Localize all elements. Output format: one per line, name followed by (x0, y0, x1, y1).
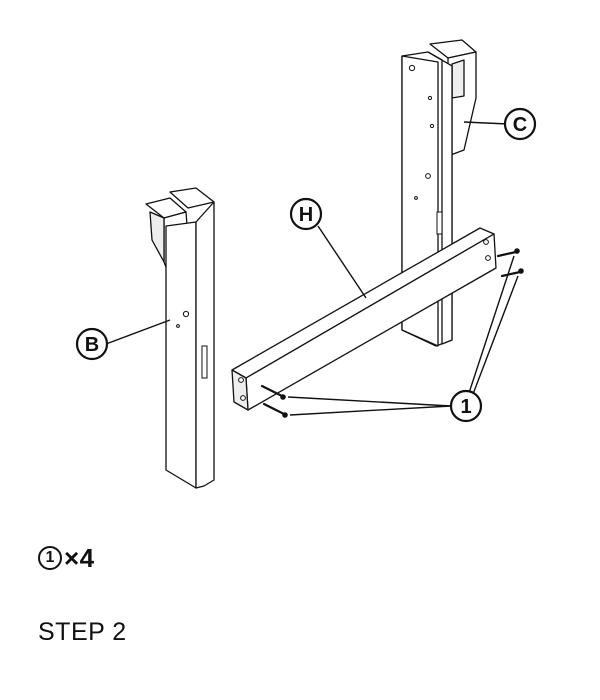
callout-h: H (289, 197, 323, 231)
screw-icon (500, 268, 524, 278)
callout-h-label: H (299, 204, 313, 226)
screw-icon (262, 402, 288, 418)
callout-c: C (503, 107, 537, 141)
callout-b: B (75, 327, 109, 361)
part-h-rail (231, 227, 497, 411)
fastener-id-badge: 1 (38, 546, 62, 570)
fasteners (260, 248, 524, 418)
callout-fastener-label: 1 (460, 396, 471, 418)
screw-icon (260, 384, 286, 400)
step-title: STEP 2 (38, 618, 127, 646)
assembly-diagram: B C H 1 (75, 39, 537, 489)
part-b-leg (145, 187, 215, 489)
screw-icon (496, 248, 520, 258)
fastener-quantity: 1 ×4 (38, 540, 95, 576)
callout-c-label: C (513, 114, 527, 136)
callout-fastener: 1 (449, 389, 483, 423)
fastener-count: ×4 (64, 542, 95, 573)
leader-lines (105, 121, 519, 416)
callout-b-label: B (85, 334, 99, 356)
